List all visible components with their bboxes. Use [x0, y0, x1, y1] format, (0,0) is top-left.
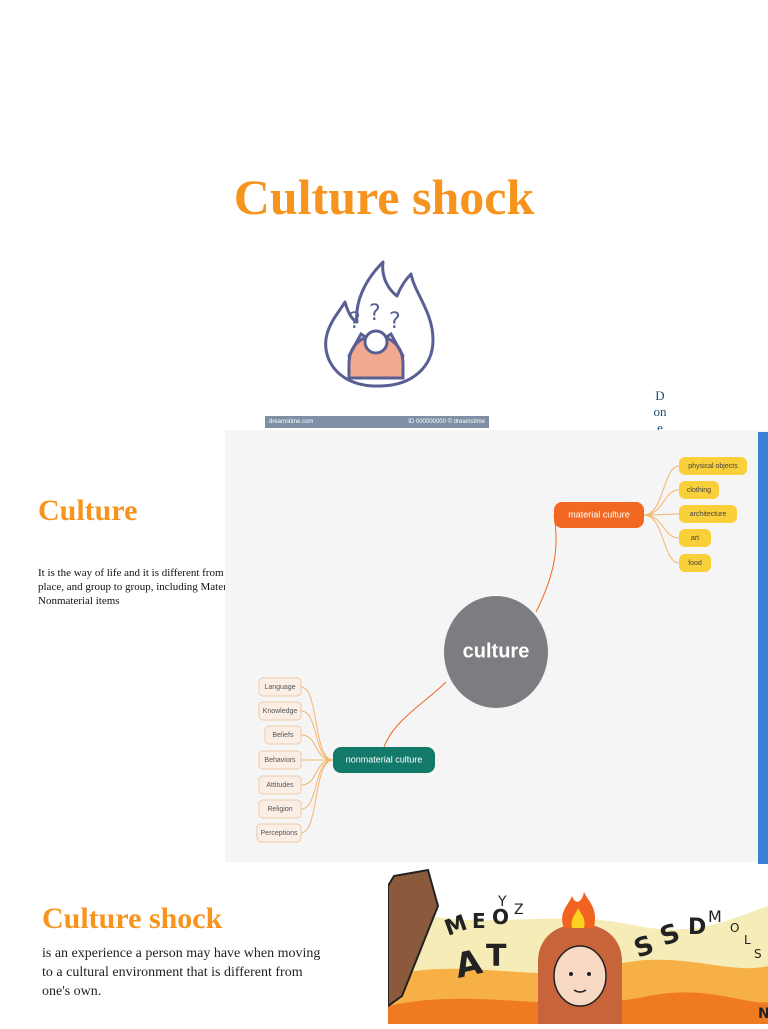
nonmaterial-item	[256, 823, 302, 843]
center-node	[444, 596, 548, 708]
nonmaterial-node	[333, 747, 435, 773]
material-item-label: art	[691, 535, 699, 542]
svg-text:O: O	[492, 905, 509, 929]
svg-text:D: D	[688, 915, 706, 940]
nonmaterial-item-label: Perceptions	[261, 830, 298, 837]
nonmaterial-item-label: Attitudes	[266, 782, 294, 789]
mindmap-canvas: culture material culture physical objects c…	[256, 457, 747, 843]
description-line: place, and group to group, including Mat…	[38, 581, 228, 593]
nonmaterial-item	[258, 701, 302, 721]
material-item-connector	[643, 465, 680, 516]
svg-text:L: L	[744, 933, 751, 947]
center-node-label: culture	[463, 640, 530, 662]
culture-shock-description: is an experience a person may have when …	[42, 946, 321, 999]
nonmaterial-item-label: Behaviors	[264, 757, 296, 764]
nonmaterial-item-label: Beliefs	[272, 732, 294, 739]
svg-text:S: S	[754, 947, 762, 961]
svg-text:Z: Z	[514, 902, 524, 918]
material-item	[679, 457, 747, 475]
material-item	[679, 481, 719, 499]
nonmaterial-item-connector	[300, 759, 334, 810]
svg-text:T: T	[486, 939, 507, 974]
svg-text:O: O	[730, 921, 739, 935]
done-label: D on e	[648, 388, 672, 436]
nonmaterial-node-label: nonmaterial culture	[346, 754, 423, 764]
culture-shock-art: M E O A T S S D M O L S Y Z N	[387, 866, 768, 1024]
watermark-id-text: ID 000000000 © dreamstime	[408, 419, 485, 425]
svg-text:?: ?	[369, 301, 381, 326]
overwhelmed-person-illustration: M E O A T S S D M O L S Y Z N	[387, 866, 768, 1024]
culture-mindmap: culture material culture physical objects c…	[225, 430, 768, 862]
material-node	[554, 502, 644, 528]
svg-text:?: ?	[349, 309, 361, 334]
nonmaterial-item	[258, 799, 302, 819]
svg-text:Y: Y	[497, 894, 507, 910]
material-item-connector	[643, 489, 680, 516]
material-item-connector	[643, 514, 680, 564]
watermark-bar: dreamstime.com ID 000000000 © dreamstime	[265, 416, 489, 428]
material-item	[679, 529, 711, 547]
description-line: Nonmaterial items	[38, 595, 120, 607]
nonmaterial-item-label: Knowledge	[263, 708, 298, 715]
nonmaterial-item-connector	[300, 759, 334, 834]
material-item	[679, 505, 737, 523]
slide-title: Culture shock	[233, 169, 535, 225]
nonmaterial-item-connector	[300, 734, 334, 761]
material-item-label: architecture	[690, 511, 727, 518]
svg-text:E: E	[472, 909, 486, 933]
nonmaterial-item-label: Language	[264, 684, 295, 691]
done-line: D	[655, 388, 665, 403]
material-connector	[535, 514, 557, 613]
nonmaterial-item-connector	[300, 686, 334, 761]
nonmaterial-item	[258, 677, 302, 697]
svg-text:N: N	[758, 1006, 768, 1022]
nonmaterial-item	[258, 775, 302, 795]
material-item	[679, 554, 711, 572]
done-line: e	[657, 420, 663, 435]
culture-shock-heading: Culture shock	[42, 902, 223, 935]
culture-heading: Culture	[38, 494, 138, 527]
svg-text:M: M	[708, 907, 722, 926]
nonmaterial-item-label: Religion	[267, 806, 292, 813]
nonmaterial-item	[258, 750, 302, 770]
material-item-label: food	[688, 560, 702, 567]
slide-edge-bar	[758, 432, 768, 864]
watermark-text: dreamstime.com	[269, 419, 314, 425]
nonmaterial-item-connector	[300, 710, 334, 761]
done-line: on	[653, 404, 667, 419]
nonmaterial-item	[264, 725, 302, 745]
confused-person-illustration: ? ? ?	[265, 238, 489, 428]
culture-description: It is the way of life and it is differen…	[38, 566, 228, 612]
description-line: It is the way of life and it is differen…	[38, 567, 224, 579]
fire-question-icon: ? ? ?	[324, 260, 435, 388]
material-item-label: physical objects	[688, 463, 738, 470]
material-item-label: clothing	[687, 487, 711, 494]
material-node-label: material culture	[568, 509, 630, 519]
nonmaterial-connector	[383, 681, 447, 748]
svg-text:?: ?	[389, 309, 401, 334]
